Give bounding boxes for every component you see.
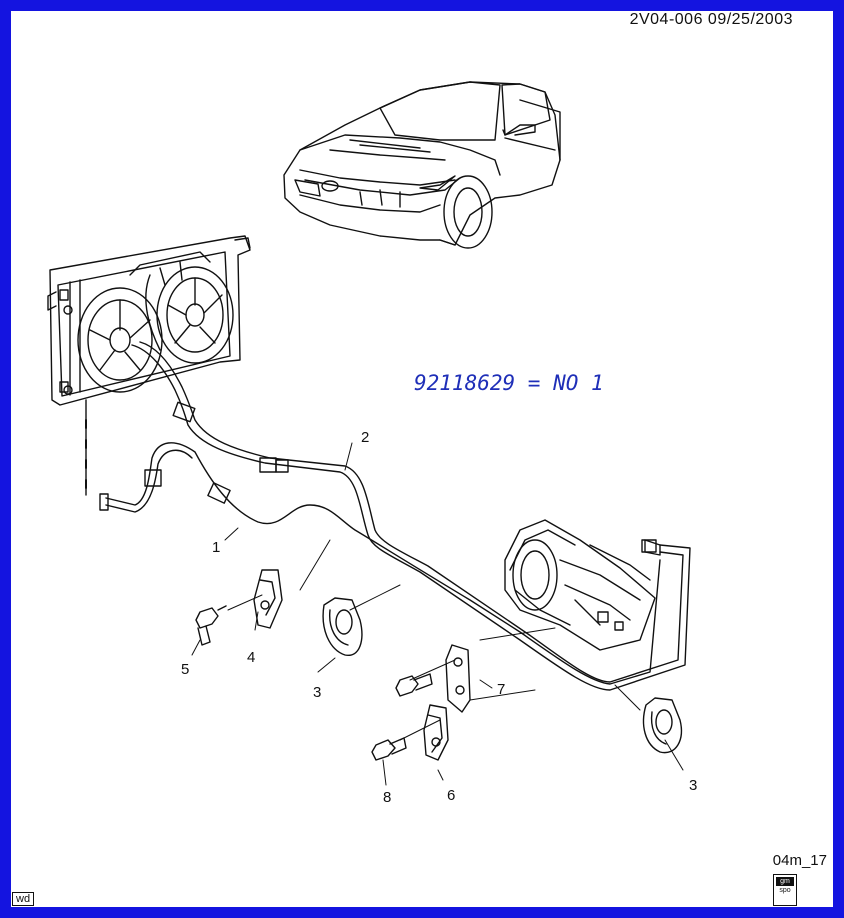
part-number-note: 92118629 = NO 1 bbox=[414, 371, 604, 395]
callout-3-left: 3 bbox=[313, 684, 322, 701]
leader-lines bbox=[191, 442, 684, 786]
callout-6: 6 bbox=[447, 787, 456, 804]
clamp-4 bbox=[253, 569, 283, 629]
cooler-hose-1 bbox=[85, 399, 661, 685]
callout-7: 7 bbox=[497, 681, 506, 698]
vehicle-illustration bbox=[283, 81, 561, 249]
callout-3-right: 3 bbox=[689, 777, 698, 794]
figure-id: 04m_17 bbox=[772, 852, 827, 869]
callout-2: 2 bbox=[361, 429, 370, 446]
transmission bbox=[504, 519, 661, 651]
callout-1: 1 bbox=[212, 539, 221, 556]
clamp-6 bbox=[423, 704, 449, 761]
spo-text: spo bbox=[779, 887, 791, 894]
document-reference: 2V04-006 09/25/2003 bbox=[629, 11, 793, 28]
radiator-assembly bbox=[47, 235, 251, 406]
gm-spo-badge: gm spo bbox=[773, 874, 797, 906]
clamp-3-left bbox=[322, 597, 363, 656]
line-drawing bbox=[47, 81, 691, 786]
bracket-7 bbox=[445, 644, 471, 713]
view-code-box: wd bbox=[12, 892, 35, 906]
callout-5: 5 bbox=[181, 661, 190, 678]
bolt-7 bbox=[395, 673, 433, 697]
clamp-3-right bbox=[642, 697, 682, 754]
callout-8: 8 bbox=[383, 789, 392, 806]
bolt-5 bbox=[195, 605, 227, 646]
gm-logo-text: gm bbox=[776, 877, 794, 886]
callout-4: 4 bbox=[247, 649, 256, 666]
bolt-8 bbox=[371, 737, 407, 761]
cooler-hose-2 bbox=[131, 341, 691, 691]
